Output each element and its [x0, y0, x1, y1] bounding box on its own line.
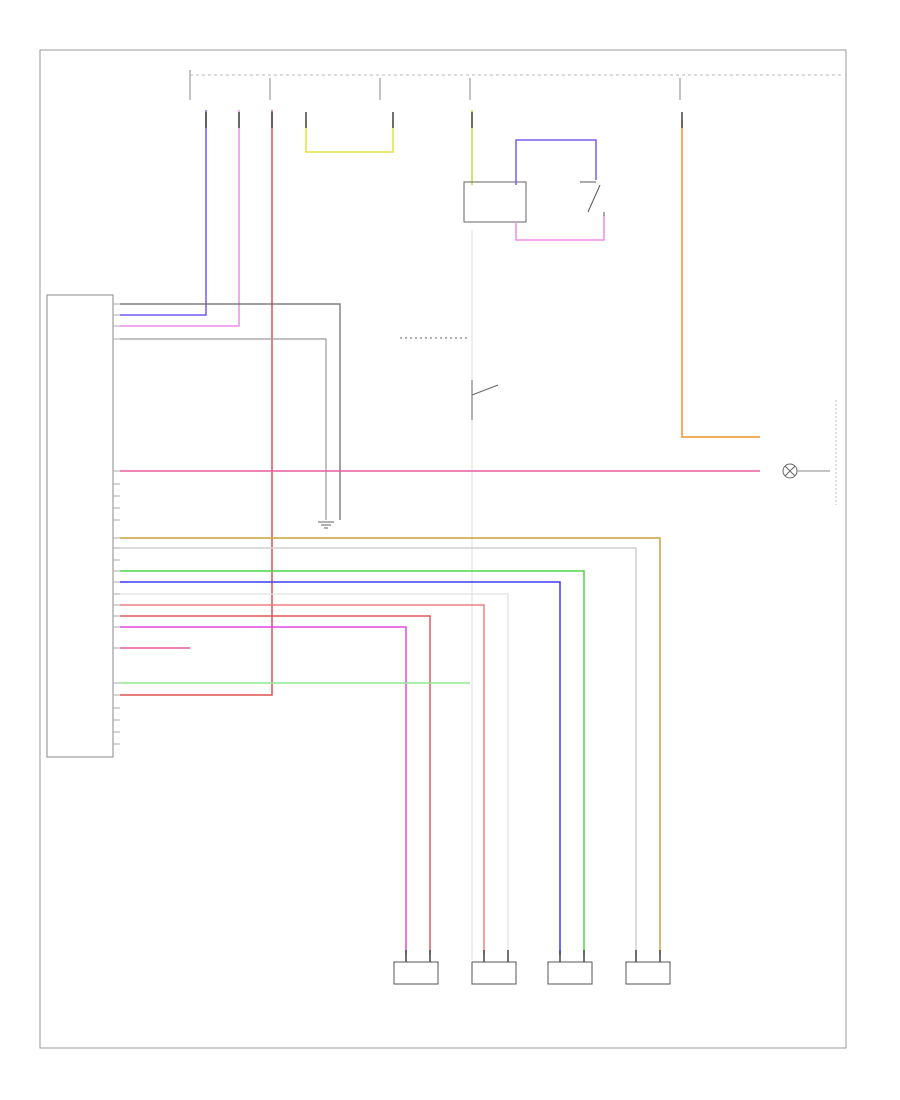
brake-switch-body — [463, 181, 527, 223]
wire-blue — [120, 581, 561, 955]
sensor-right-rear — [625, 961, 671, 985]
wire-gray — [120, 338, 327, 520]
wire-red-sensor — [120, 615, 431, 955]
wire-olive — [120, 537, 661, 955]
wire-green — [120, 570, 585, 955]
wire-pink — [120, 110, 240, 327]
ground-symbol — [318, 521, 334, 529]
switch-contact — [580, 181, 605, 216]
wire-orange — [681, 120, 760, 438]
wire-lightgray — [120, 547, 637, 955]
wire-yellow — [305, 120, 394, 153]
top-fuse-area — [189, 70, 842, 100]
center-switch — [400, 337, 499, 420]
wire-purple-loop — [515, 139, 597, 185]
wire-red-main — [120, 110, 273, 696]
module-pin-ticks — [113, 303, 120, 745]
warning-lamp-x — [784, 465, 796, 477]
sensor-left-rear — [393, 961, 439, 985]
abs-module-box — [46, 294, 114, 758]
wire-purple — [120, 110, 207, 316]
sensor-right-front — [547, 961, 593, 985]
wire-dark — [120, 303, 341, 520]
wire-magenta-sensor — [120, 626, 407, 955]
wire-lightgray-2 — [120, 593, 509, 955]
sensor-left-front — [471, 961, 517, 985]
sensor-pins — [405, 950, 661, 962]
top-connector-pins — [205, 112, 683, 128]
diagram-frame — [39, 49, 847, 1049]
wire-lightred — [120, 604, 485, 955]
wire-pink-loop — [515, 215, 605, 241]
